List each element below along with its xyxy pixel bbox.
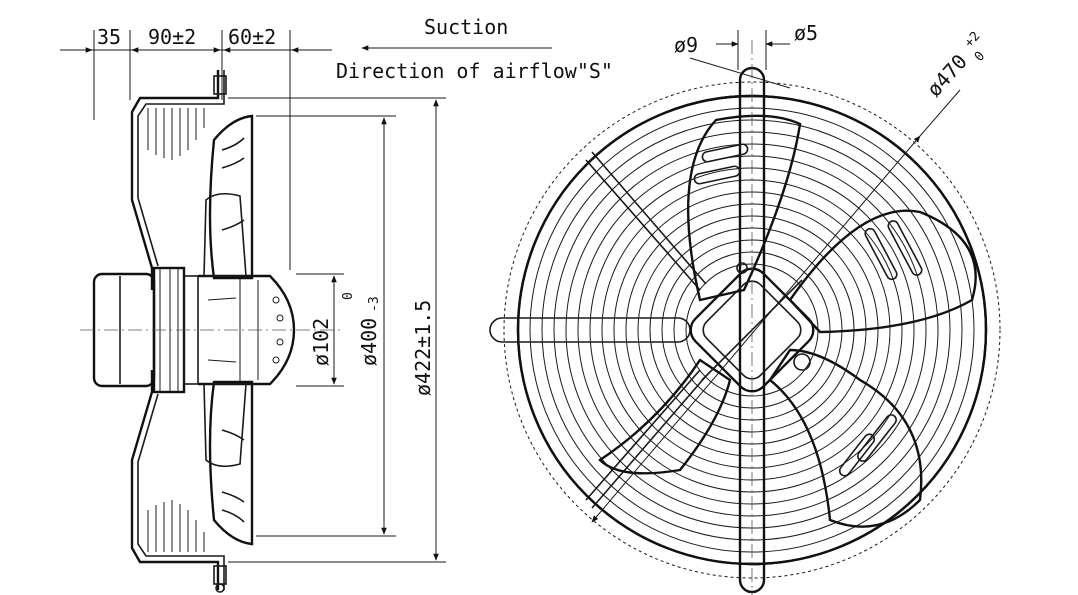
front-view: ø9 ø5 ø470 +2 0 bbox=[489, 21, 1001, 595]
airflow-annotation: Suction Direction of airflow"S" bbox=[336, 15, 613, 83]
dia-400-label: ø400 bbox=[357, 318, 381, 366]
dim-35-label: 35 bbox=[97, 25, 121, 49]
dia-102-label: ø102 bbox=[309, 318, 333, 366]
guard-fins-bottom bbox=[147, 500, 205, 552]
dia-422-label: ø422±1.5 bbox=[411, 300, 435, 396]
side-view: 35 90±2 60±2 bbox=[60, 25, 446, 593]
dia-470-label: ø470 bbox=[922, 49, 972, 101]
side-guard bbox=[130, 70, 227, 593]
dia-400-tol-lower: -3 bbox=[367, 296, 382, 312]
hole-dims: ø9 ø5 bbox=[674, 21, 818, 89]
airflow-direction-label: Direction of airflow"S" bbox=[336, 59, 613, 83]
suction-label: Suction bbox=[424, 15, 508, 39]
dia-470-tol-upper: +2 bbox=[962, 29, 984, 51]
guard-fins-top bbox=[147, 108, 205, 160]
dim-60-label: 60±2 bbox=[228, 25, 276, 49]
side-vertical-dims: ø102 ø400 0 -3 ø422±1.5 bbox=[228, 97, 446, 563]
dia-470-tol-lower: 0 bbox=[972, 49, 988, 65]
dia-5-label: ø5 bbox=[794, 21, 818, 45]
side-blades bbox=[203, 114, 254, 546]
top-dimension-chain: 35 90±2 60±2 bbox=[60, 25, 332, 270]
dim-90-label: 90±2 bbox=[148, 25, 196, 49]
outer-circle bbox=[503, 81, 1001, 579]
front-blades bbox=[598, 114, 977, 528]
dia-400-tol-upper: 0 bbox=[341, 292, 356, 300]
dia-9-label: ø9 bbox=[674, 33, 698, 57]
